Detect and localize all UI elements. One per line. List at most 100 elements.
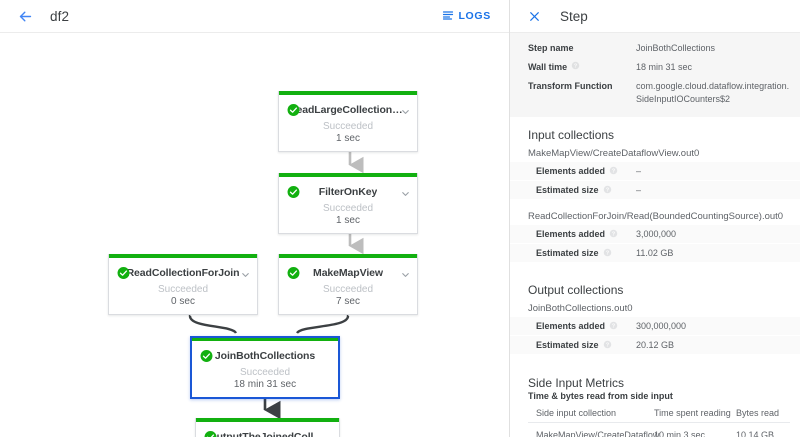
help-icon[interactable]: ? bbox=[609, 321, 618, 332]
metric-value: 3,000,000 bbox=[636, 228, 677, 239]
node-status-label: Succeeded bbox=[322, 121, 374, 132]
close-icon[interactable] bbox=[524, 6, 544, 26]
svg-text:?: ? bbox=[605, 250, 609, 256]
output-collections-title: Output collections bbox=[528, 283, 624, 297]
node-status-label: Succeeded bbox=[322, 284, 374, 295]
metric-key-label: Estimated size bbox=[536, 248, 599, 258]
help-icon[interactable]: ? bbox=[609, 166, 618, 177]
chevron-down-icon[interactable] bbox=[400, 105, 411, 116]
node-status-label: Succeeded bbox=[239, 367, 291, 378]
metric-key: Estimated size? bbox=[536, 248, 636, 259]
summary-key-label: Transform Function bbox=[528, 81, 613, 91]
node-time-label: 7 sec bbox=[336, 296, 360, 307]
output-collections-section: Output collections JoinBothCollections.o… bbox=[510, 272, 800, 364]
logs-button-label: LOGS bbox=[458, 10, 491, 22]
summary-row: Transform Function com.google.cloud.dataf… bbox=[510, 77, 800, 109]
metric-key: Elements added? bbox=[536, 166, 636, 177]
metric-row: Elements added?3,000,000 bbox=[510, 225, 800, 244]
node-name-label: ReadCollectionForJoin bbox=[126, 267, 240, 279]
svg-text:?: ? bbox=[612, 231, 616, 237]
node-status-stripe bbox=[279, 254, 417, 258]
node-status-stripe bbox=[109, 254, 257, 258]
chevron-down-icon[interactable] bbox=[400, 268, 411, 279]
summary-key-label: Wall time bbox=[528, 62, 568, 72]
node-header: ReadCollectionForJoin bbox=[109, 263, 257, 283]
group-spacer bbox=[510, 200, 800, 209]
check-circle-icon bbox=[117, 267, 130, 280]
metric-key-label: Elements added bbox=[536, 321, 606, 331]
panel-title: Step bbox=[560, 8, 588, 24]
summary-value: JoinBothCollections bbox=[636, 43, 716, 53]
top-toolbar: df2 LOGS bbox=[0, 0, 509, 33]
group-spacer bbox=[510, 355, 800, 364]
metric-value: – bbox=[636, 184, 642, 195]
chevron-down-icon[interactable] bbox=[400, 187, 411, 198]
summary-value: 18 min 31 sec bbox=[636, 62, 693, 72]
input-collections-title: Input collections bbox=[528, 128, 615, 142]
summary-key: Step name bbox=[528, 42, 636, 55]
table-header-row: Side input collection Time spent reading… bbox=[528, 405, 790, 423]
chevron-down-icon[interactable] bbox=[240, 268, 251, 279]
metric-value: 20.12 GB bbox=[636, 339, 675, 350]
side-input-metrics-subtitle: Time & bytes read from side input bbox=[528, 391, 673, 401]
metric-key: Estimated size? bbox=[536, 340, 636, 351]
node-status-stripe bbox=[279, 173, 417, 177]
check-circle-icon bbox=[204, 431, 217, 437]
summary-value: com.google.cloud.dataflow.integration. S… bbox=[636, 81, 790, 104]
help-icon[interactable]: ? bbox=[603, 185, 612, 196]
column-header-collection: Side input collection bbox=[536, 408, 617, 418]
node-time-label: 0 sec bbox=[171, 296, 195, 307]
node-status-stripe bbox=[279, 91, 417, 95]
node-name-label: JoinBothCollections bbox=[214, 350, 316, 362]
node-header: OutputTheJoinedCollec… bbox=[196, 427, 339, 437]
help-icon[interactable]: ? bbox=[603, 340, 612, 351]
metric-value: 11.02 GB bbox=[636, 247, 674, 258]
help-icon[interactable]: ? bbox=[609, 229, 618, 240]
panel-header: Step bbox=[510, 0, 800, 33]
metric-key: Estimated size? bbox=[536, 185, 636, 196]
node-name-label: OutputTheJoinedCollec… bbox=[208, 431, 327, 437]
metric-key: Elements added? bbox=[536, 321, 636, 332]
metric-value: 300,000,000 bbox=[636, 320, 687, 331]
column-header-bytes: Bytes read bbox=[736, 408, 780, 418]
node-name-label: ReadLargeCollectionFr… bbox=[289, 104, 407, 116]
help-icon[interactable]: ? bbox=[571, 61, 580, 74]
node-header: FilterOnKey bbox=[279, 182, 417, 202]
check-circle-icon bbox=[200, 350, 213, 363]
logs-button[interactable]: LOGS bbox=[438, 6, 495, 27]
node-time-label: 18 min 31 sec bbox=[233, 379, 297, 390]
metric-key: Elements added? bbox=[536, 229, 636, 240]
job-name-title: df2 bbox=[50, 8, 70, 24]
check-circle-icon bbox=[287, 186, 300, 199]
svg-text:?: ? bbox=[612, 168, 616, 174]
metric-row: Elements added?– bbox=[510, 162, 800, 181]
collection-name: MakeMapView/CreateDataflowView.out0 bbox=[528, 148, 700, 159]
svg-text:?: ? bbox=[605, 187, 609, 193]
table-body: MakeMapView/CreateDataflow View.out010 m… bbox=[528, 423, 790, 437]
summary-key: Transform Function bbox=[528, 80, 636, 93]
side-input-metrics-section: Side Input Metrics Time & bytes read fro… bbox=[510, 364, 800, 437]
table-row: MakeMapView/CreateDataflow View.out010 m… bbox=[528, 423, 790, 437]
node-header: ReadLargeCollectionFr… bbox=[279, 100, 417, 120]
node-status-stripe bbox=[196, 418, 339, 422]
cell-time-spent: 10 min 3 sec bbox=[654, 430, 706, 437]
svg-text:?: ? bbox=[612, 323, 616, 329]
metric-value: – bbox=[636, 165, 642, 176]
node-time-label: 1 sec bbox=[336, 215, 360, 226]
help-icon[interactable]: ? bbox=[603, 248, 612, 259]
back-arrow-icon[interactable] bbox=[14, 5, 36, 27]
side-input-metrics-title: Side Input Metrics bbox=[528, 376, 625, 390]
metric-row: Elements added?300,000,000 bbox=[510, 317, 800, 336]
node-time-label: 1 sec bbox=[336, 133, 360, 144]
metric-key-label: Estimated size bbox=[536, 185, 599, 195]
